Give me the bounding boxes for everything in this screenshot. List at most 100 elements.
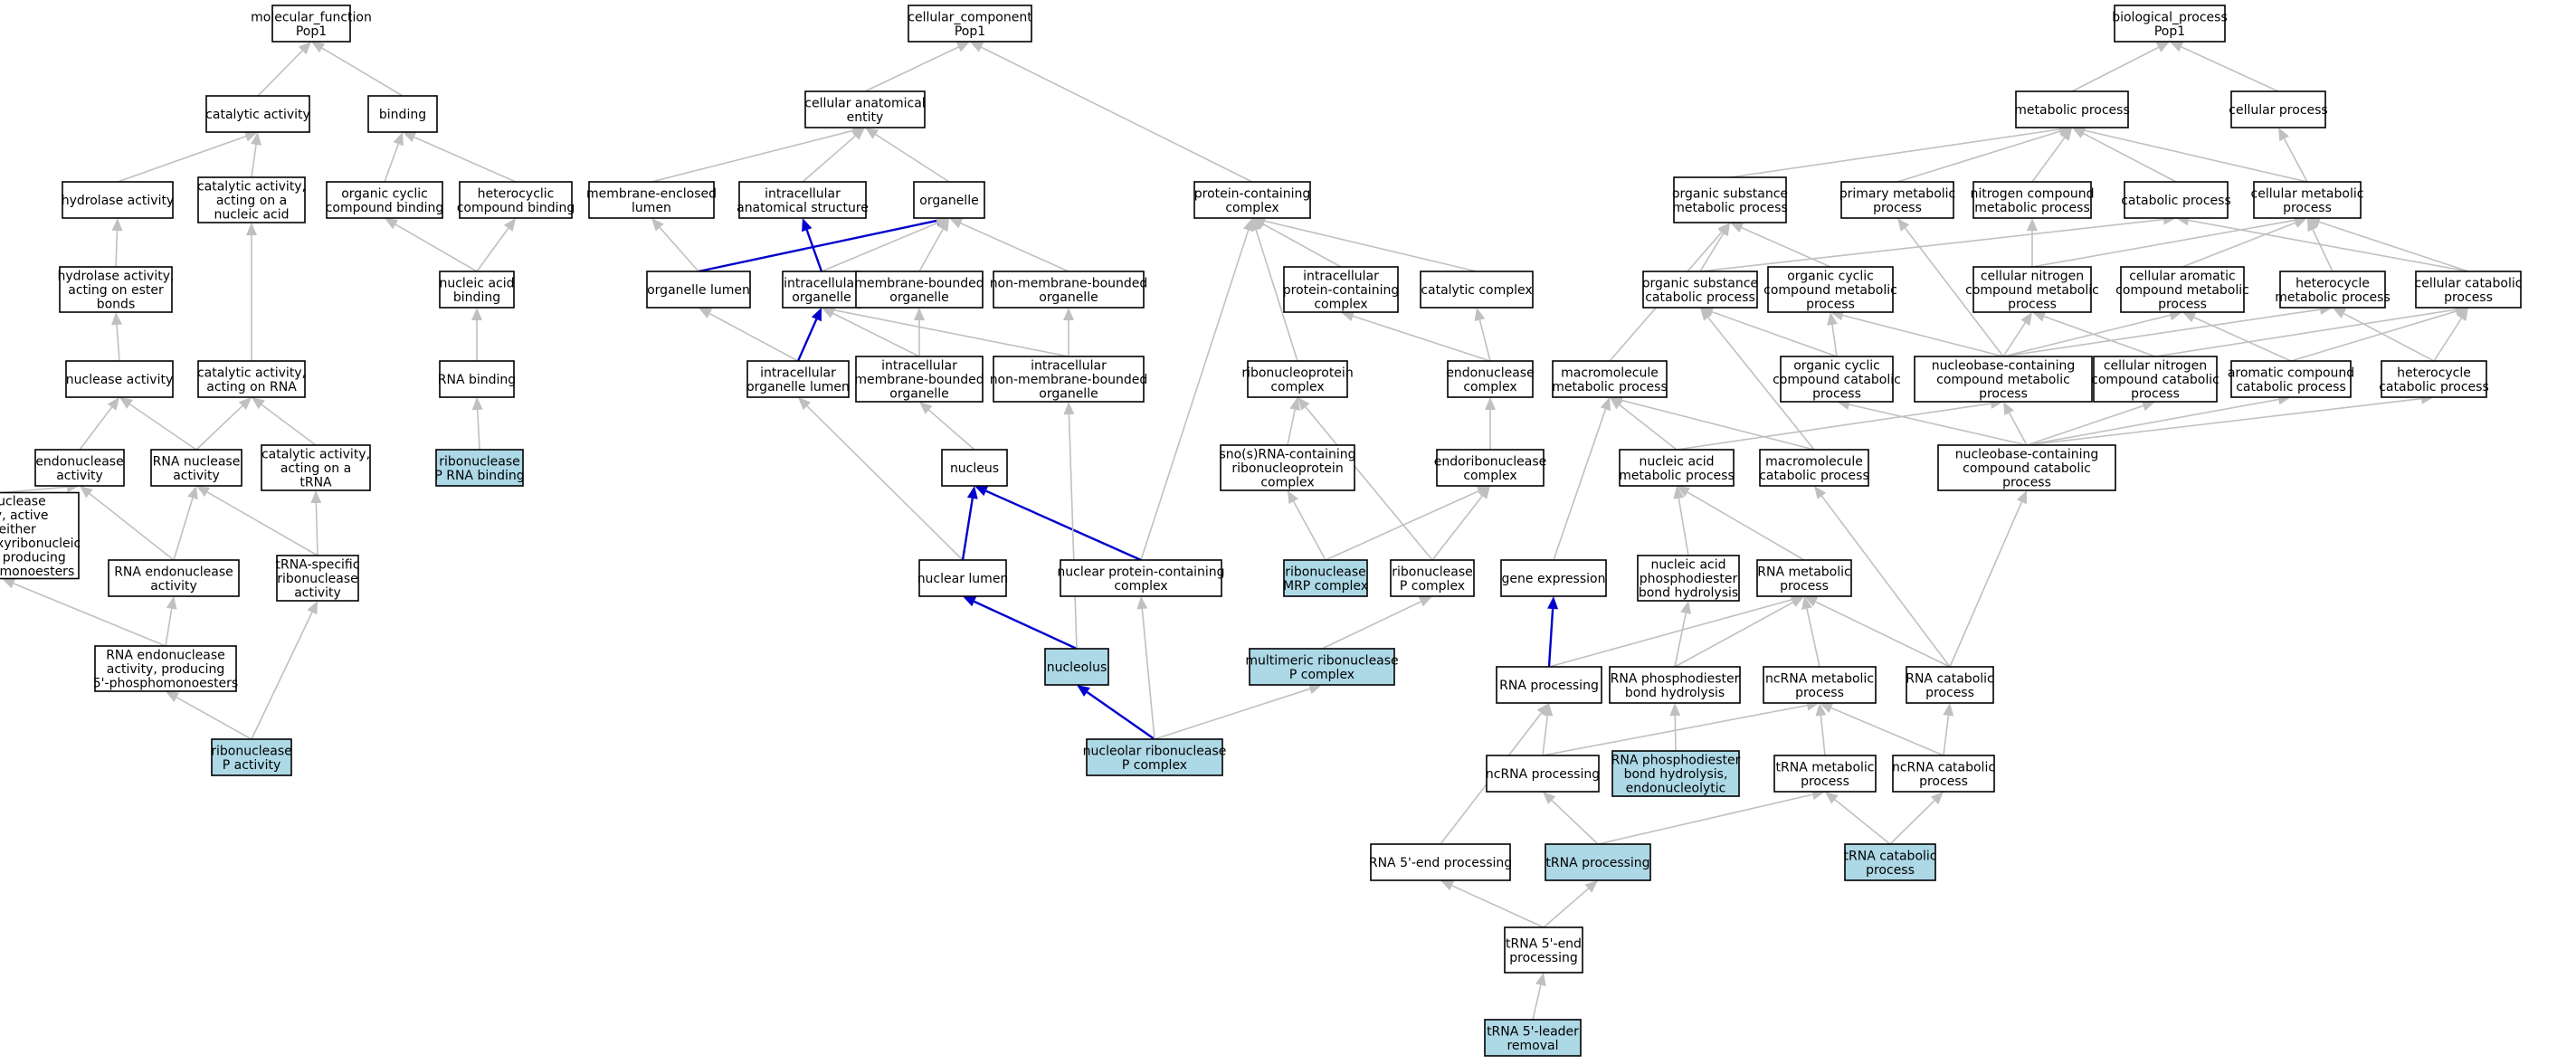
highlighted-term-box [1611,750,1740,797]
go-term-node[interactable]: tRNA processing [1545,843,1651,881]
term-label-line: nucleolus [1047,660,1107,675]
go-term-node[interactable]: hydrolase activity [62,181,175,219]
term-box [1283,266,1399,313]
term-box [1552,360,1668,398]
go-term-node[interactable]: catalytic complex [1420,271,1534,309]
go-term-node[interactable]: nuclear lumen [917,559,1009,597]
go-term-node[interactable]: ncRNA processing [1486,755,1600,793]
is-a-edge [1711,310,1838,357]
go-term-node[interactable]: nuclease activity [65,360,174,398]
go-term-node[interactable]: nucleolus [1044,648,1109,686]
go-term-node[interactable]: RNA binding [438,360,516,398]
go-term-node[interactable]: catabolic process [2121,181,2231,219]
go-term-node[interactable]: cellular process [2229,90,2328,128]
edge-arrowhead [80,486,93,499]
go-term-node[interactable]: organelle lumen [646,271,751,309]
go-term-node[interactable]: intracellularnon-membrane-boundedorganel… [990,356,1148,403]
edge-arrowhead [2003,402,2014,416]
term-label-line: 5'-phosphomonoesters [0,565,74,579]
go-term-node[interactable]: nucleus [941,449,1008,487]
go-term-node[interactable]: binding [367,95,438,133]
term-label-line: nucleic acid [1650,558,1725,573]
is-a-edge [2002,322,2027,357]
term-label-line: ncRNA metabolic [1765,671,1874,686]
go-term-node[interactable]: metabolic process [2014,90,2130,128]
go-term-node[interactable]: RNA 5'-end processing [1369,843,1512,881]
go-term-node[interactable]: organelle [913,181,985,219]
go-term-node[interactable]: gene expression [1500,559,1607,597]
is-a-edge [1849,404,2028,446]
go-term-node[interactable]: RNA processing [1496,666,1602,704]
go-term-node[interactable]: catalytic activity [205,95,310,133]
term-box [782,271,861,309]
go-term-node[interactable]: catalytic activity,acting on RNA [197,360,306,398]
go-term-node[interactable]: sno(s)RNA-containingribonucleoproteincom… [1219,444,1356,491]
